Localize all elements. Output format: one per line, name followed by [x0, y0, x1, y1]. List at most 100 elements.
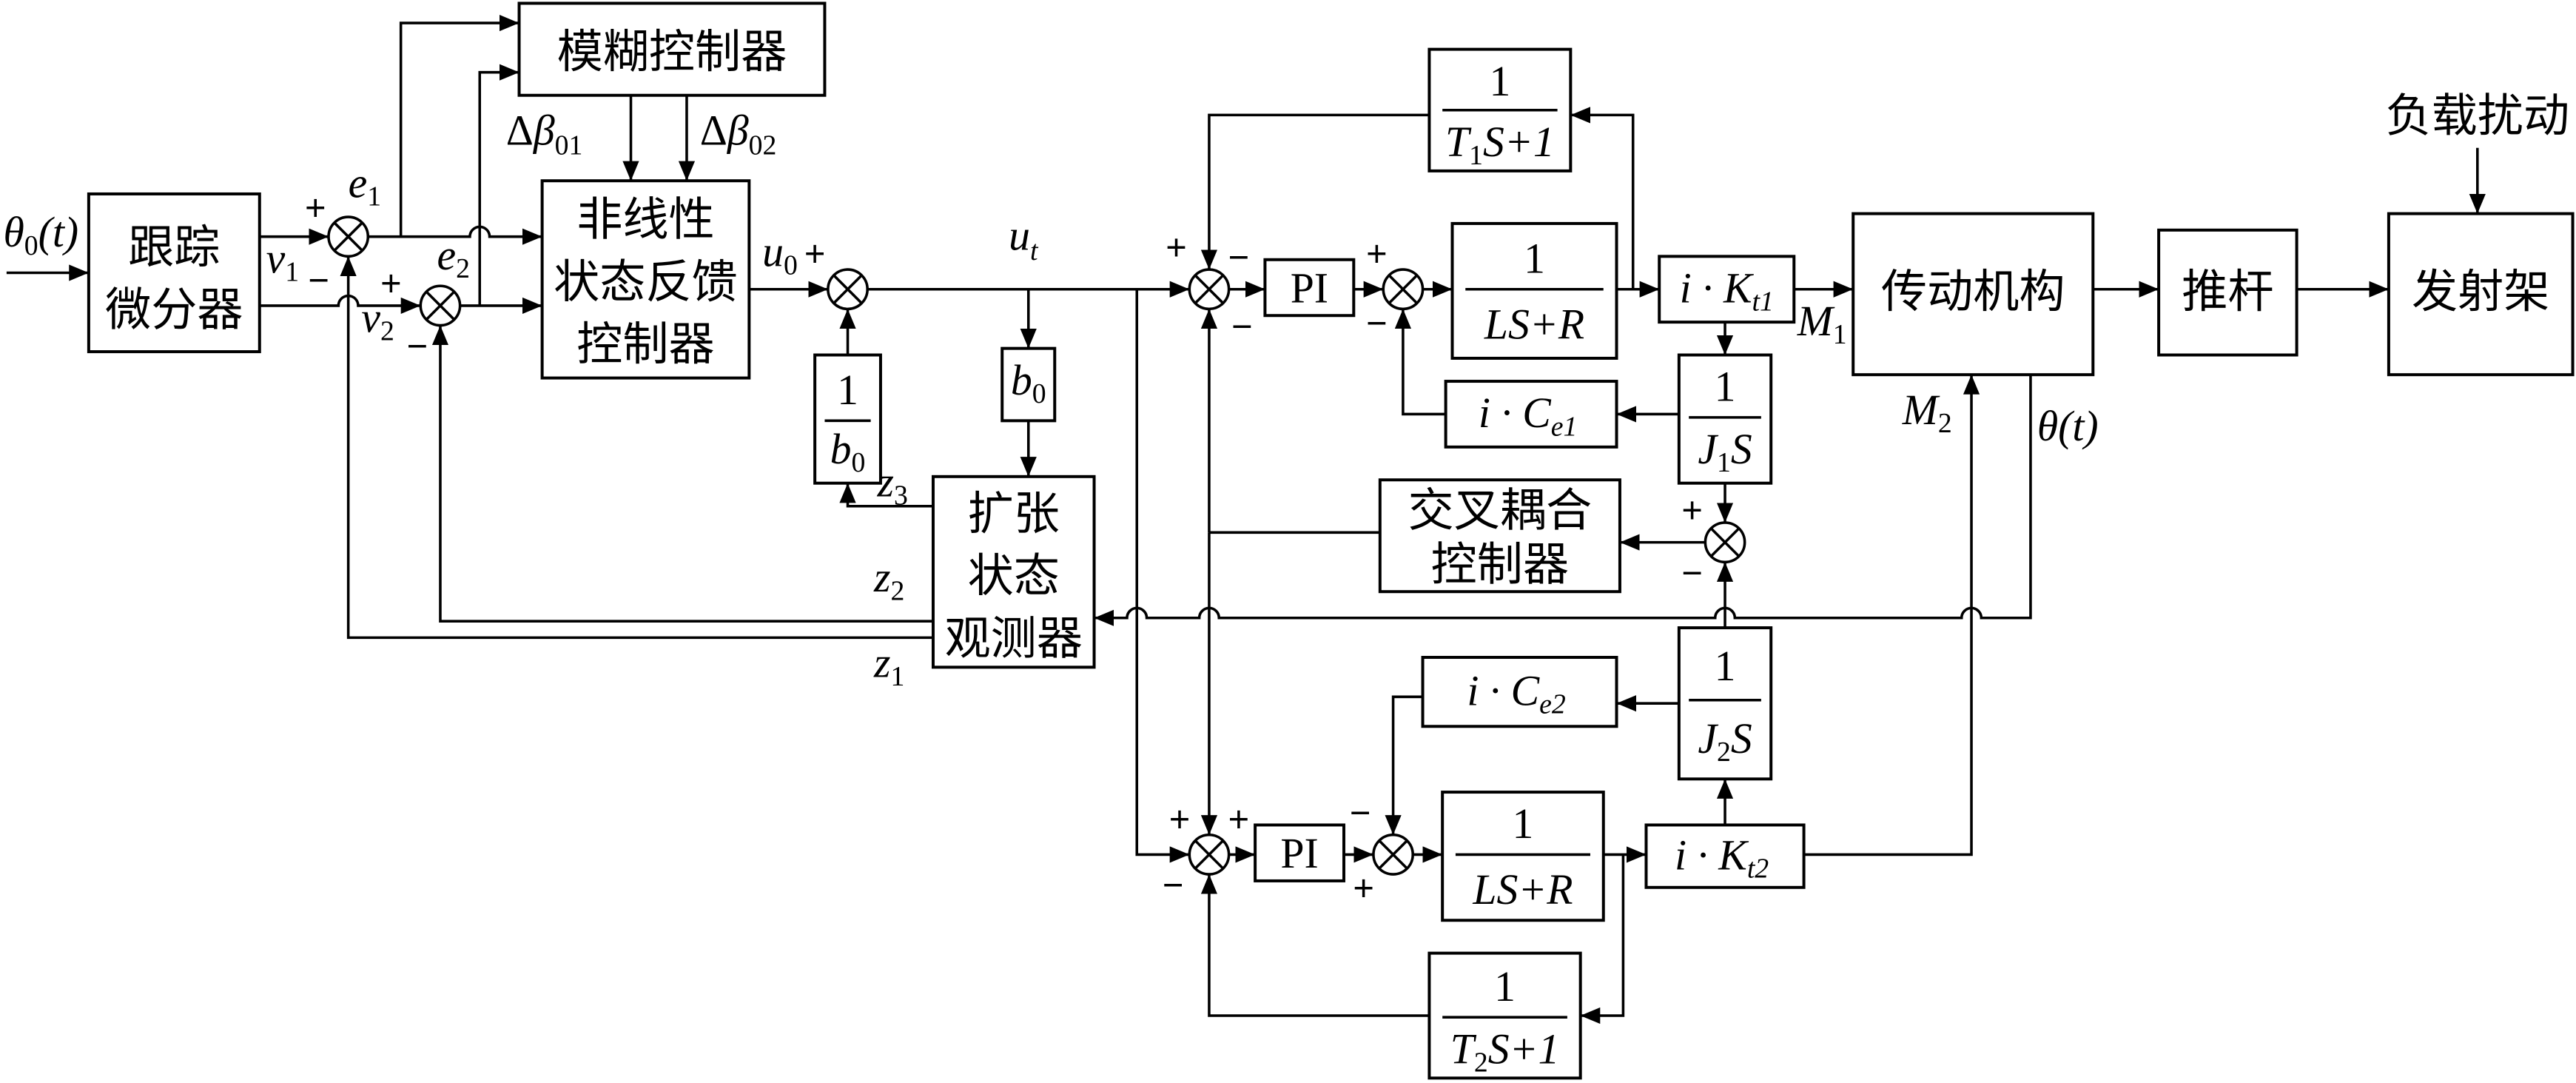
block-label-line: 状态 [968, 549, 1060, 603]
signal-line-ut-to-bottom-loop [1135, 289, 1190, 863]
block-torque-gain-1: i · Kt1 [1658, 255, 1796, 324]
fraction-denominator: T1S+1 [1445, 119, 1555, 171]
sign-s3-plus: + [804, 235, 826, 275]
block-label: b0 [1011, 358, 1046, 409]
sign-s4-minus-top: − [1228, 238, 1250, 278]
signal-label-m2: M2 [1902, 387, 1952, 439]
block-label-line: 非线性 [576, 192, 714, 246]
signal-line-z3 [839, 483, 933, 508]
block-label-line: 扩张 [968, 486, 1060, 540]
signal-label-v1: v1 [266, 236, 300, 288]
block-label: i · Kt1 [1680, 265, 1774, 317]
block-label: PI [1291, 265, 1328, 312]
fraction-numerator: 1 [1513, 801, 1534, 848]
sign-s8-minus: − [1350, 793, 1371, 833]
signal-labels: θ0(t) v1 v2 e1 e2 Δβ01 Δβ02 u0 ut z3 z2 … [3, 89, 2569, 692]
fraction-denominator: LS+R [1472, 867, 1573, 913]
fraction-numerator: 1 [1715, 643, 1736, 690]
sign-s4-minus-bottom: − [1231, 306, 1253, 346]
block-label-line: 微分器 [105, 283, 243, 337]
summing-junction-s1 [327, 215, 370, 258]
signal-label-z1: z1 [873, 640, 904, 692]
signal-label-load-disturbance: 负载扰动 [2385, 89, 2569, 143]
signal-label-z2: z2 [873, 554, 904, 606]
sign-s1-plus: + [305, 188, 326, 228]
block-label-line: 控制器 [1431, 537, 1569, 591]
signal-line-to-t1-filter [1570, 107, 1635, 289]
signal-line-e2-to-fuzzy [478, 64, 519, 306]
fraction-denominator: T2S+1 [1450, 1026, 1560, 1078]
signal-line-to-t2-filter [1580, 854, 1625, 1025]
fraction-numerator: 1 [1524, 236, 1545, 283]
block-label: PI [1280, 831, 1318, 877]
block-back-emf-2: i · Ce2 [1421, 656, 1618, 728]
block-label: i · Kt2 [1675, 832, 1769, 884]
signal-label-ut: ut [1009, 212, 1039, 266]
signal-label-delta-beta02: Δβ02 [700, 107, 777, 161]
signal-label-z3: z3 [876, 459, 907, 511]
block-pi-top: PI [1263, 258, 1356, 318]
block-fuzzy-controller: 模糊控制器 [517, 1, 827, 97]
signal-label-input: θ0(t) [3, 209, 78, 261]
block-electrical-2: 1 LS+R [1441, 791, 1605, 922]
signal-label-delta-beta01: Δβ01 [506, 107, 583, 161]
sign-s2-plus: + [380, 264, 402, 304]
signal-line-t2-filter-to-s7 [1200, 874, 1430, 1017]
block-pi-bottom: PI [1254, 823, 1345, 882]
block-extended-state-observer: 扩张 状态 观测器 [931, 475, 1096, 669]
block-launcher: 发射架 [2387, 212, 2575, 377]
block-label-line: 观测器 [945, 611, 1083, 665]
block-label: i · Ce1 [1479, 390, 1577, 442]
block-label-line: 跟踪 [128, 220, 220, 274]
signal-label-u0: u0 [762, 229, 798, 281]
summing-junction-s5 [1382, 268, 1425, 311]
fraction-numerator: 1 [1494, 964, 1516, 1010]
signal-line-m2 [1803, 375, 1980, 856]
signal-line-back-emf1-to-s5 [1394, 309, 1446, 416]
fraction-numerator: 1 [1715, 364, 1736, 411]
signal-label-m1: M1 [1797, 298, 1847, 350]
block-inverse-b0: 1 b0 [813, 353, 882, 485]
block-cross-coupling-controller: 交叉耦合 控制器 [1378, 478, 1621, 594]
sign-s6-plus: + [1681, 491, 1703, 531]
block-mechanical-2: 1 J2S [1677, 626, 1773, 781]
block-nonlinear-feedback-controller: 非线性 状态反馈 控制器 [540, 179, 751, 380]
block-b0-gain: b0 [1001, 346, 1057, 423]
block-label-line: 控制器 [576, 317, 714, 371]
sign-s8-plus: + [1353, 869, 1374, 909]
block-label: 推杆 [2182, 264, 2273, 318]
summing-junction-s6 [1704, 521, 1746, 564]
summing-junction-s4 [1188, 268, 1231, 311]
sign-s2-minus: − [407, 326, 428, 366]
wires [6, 14, 2486, 1025]
sign-s1-minus: − [308, 261, 329, 301]
signal-label-e1: e1 [349, 160, 381, 212]
block-t1-filter: 1 T1S+1 [1427, 47, 1573, 172]
block-t2-filter: 1 T2S+1 [1427, 951, 1582, 1080]
signal-line-z2 [431, 325, 933, 623]
block-label: 发射架 [2412, 264, 2549, 318]
block-label: 传动机构 [1881, 264, 2065, 318]
block-transmission: 传动机构 [1852, 212, 2095, 377]
block-torque-gain-2: i · Kt2 [1644, 823, 1806, 889]
signal-line-t1-filter-to-s4 [1200, 113, 1430, 270]
signal-line-z1 [340, 256, 933, 640]
fraction-denominator: J1S [1698, 426, 1752, 478]
sign-s6-minus: − [1681, 553, 1703, 593]
sign-s7-plus-left: + [1169, 799, 1191, 839]
summing-junction-s2 [419, 284, 462, 327]
fraction-denominator: b0 [830, 426, 866, 478]
block-label: 模糊控制器 [557, 24, 787, 78]
fraction-denominator: LS+R [1484, 301, 1584, 348]
block-label-line: 交叉耦合 [1408, 483, 1593, 537]
sign-s7-minus: − [1163, 865, 1184, 905]
block-electrical-1: 1 LS+R [1450, 221, 1618, 360]
sign-s7-plus-top: + [1228, 799, 1250, 839]
signal-line-e1-to-fuzzy [399, 14, 519, 237]
signal-line-back-emf2-to-s8 [1385, 695, 1423, 835]
summing-junction-s3 [827, 268, 869, 311]
block-back-emf-1: i · Ce1 [1444, 380, 1618, 449]
block-tracking-differentiator: 跟踪 微分器 [87, 192, 261, 354]
signal-label-v2: v2 [361, 295, 394, 346]
